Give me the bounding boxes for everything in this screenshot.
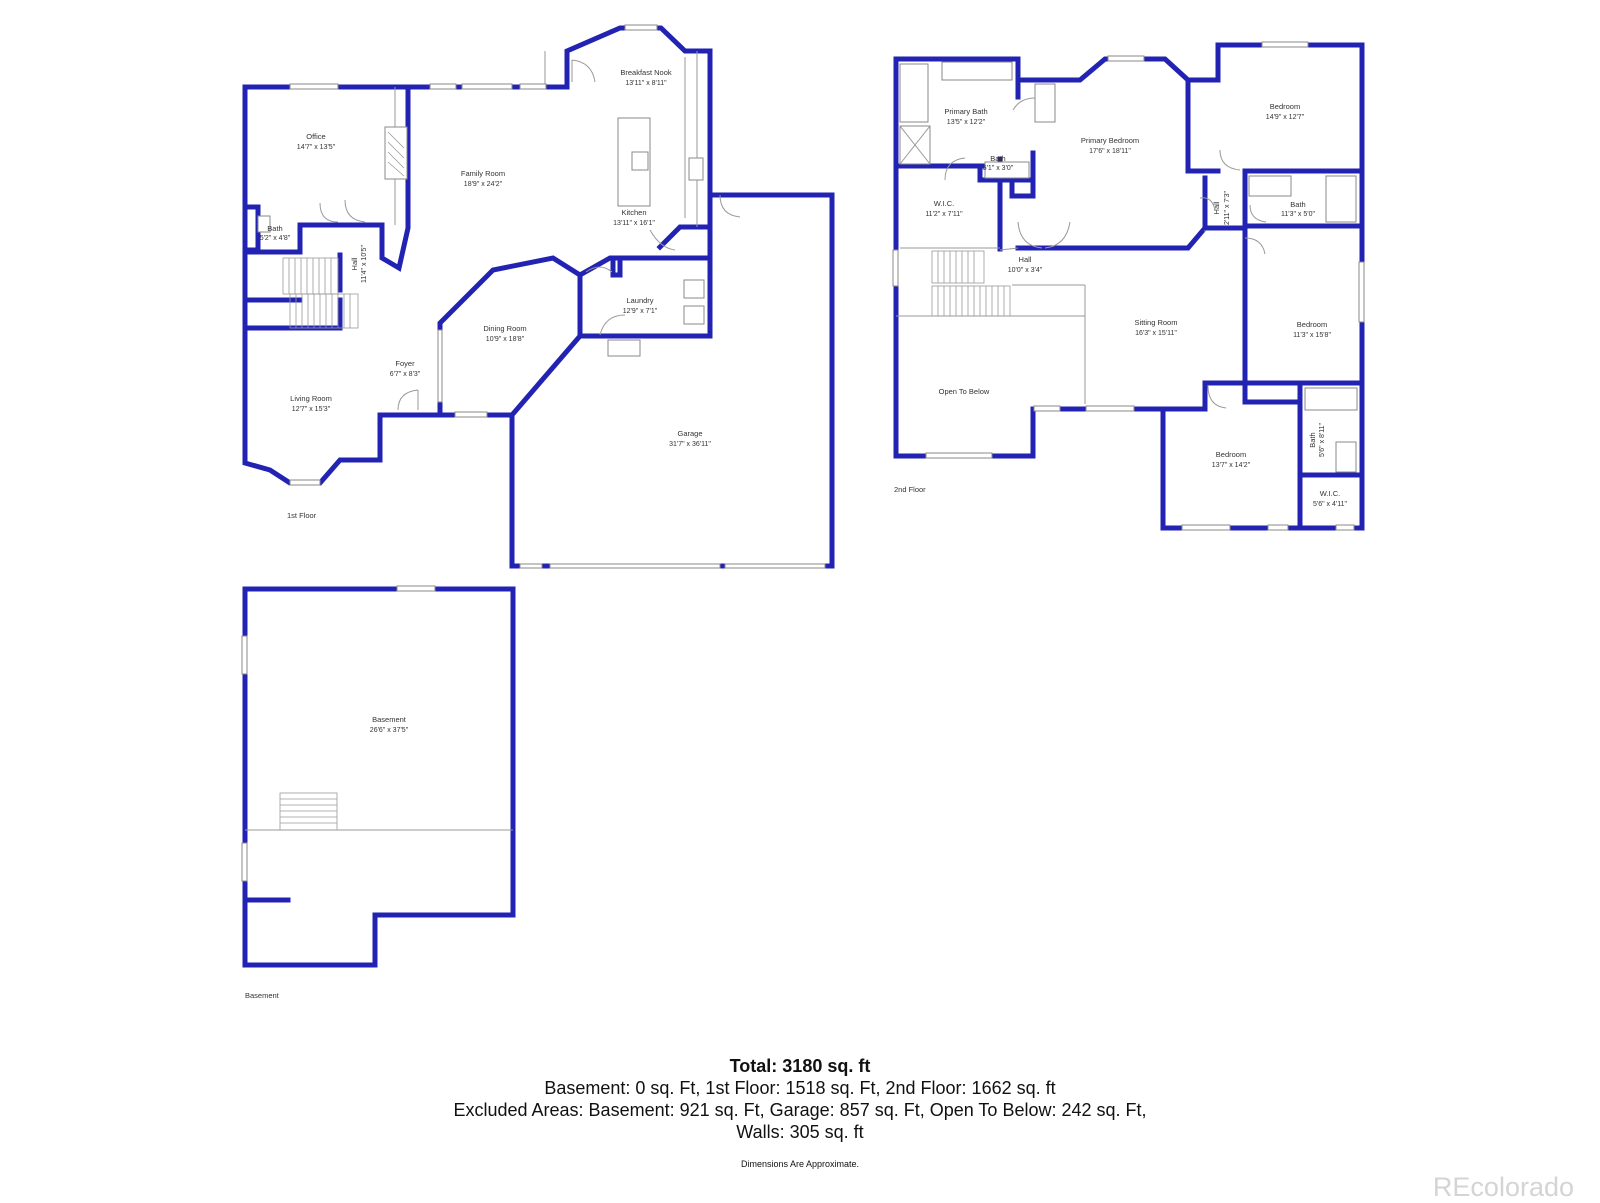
first-floor-interior-walls xyxy=(242,84,713,418)
breakfast-nook-dim: 13'11" x 8'11" xyxy=(625,80,667,87)
primary-bedroom-label: Primary Bedroom xyxy=(1081,136,1139,145)
open-to-below-label: Open To Below xyxy=(939,387,990,396)
bath-small-label: Bath xyxy=(990,154,1005,163)
toilet-icon xyxy=(257,215,271,233)
laundry-label: Laundry xyxy=(626,296,653,305)
bath-1-label: Bath xyxy=(267,224,282,233)
basement-walls xyxy=(242,586,516,968)
kitchen-sink-icon xyxy=(631,151,649,171)
kitchen-dim: 13'11" x 16'1" xyxy=(613,220,655,227)
basement-stairs xyxy=(279,792,338,831)
second-floor-plan: Primary Bath 13'5" x 12'2" Bath 5'1" x 3… xyxy=(892,41,1365,531)
bedroom-s-label: Bedroom xyxy=(1216,450,1246,459)
walls-area: Walls: 305 sq. ft xyxy=(736,1122,864,1142)
first-floor-stairs xyxy=(282,257,359,329)
living-room-label: Living Room xyxy=(290,394,332,403)
basement-label: Basement xyxy=(372,715,407,724)
primary-bath-label: Primary Bath xyxy=(944,107,987,116)
primary-bedroom-dim: 17'6" x 18'11" xyxy=(1089,148,1131,155)
second-floor-outer-walls xyxy=(893,42,1365,531)
washer-icon xyxy=(683,279,705,299)
brand-watermark: REcolorado xyxy=(1432,1172,1574,1202)
bath-3-dim: 5'6" x 8'11" xyxy=(1319,422,1326,456)
sitting-room-dim: 16'3" x 15'11" xyxy=(1135,330,1177,337)
hall-2-dim: 10'0" x 3'4" xyxy=(1008,267,1043,274)
bedroom-ne-label: Bedroom xyxy=(1270,102,1300,111)
toilet-icon xyxy=(984,161,1030,179)
tub-icon xyxy=(899,63,929,123)
dryer-icon xyxy=(683,305,705,325)
foyer-label: Foyer xyxy=(395,359,415,368)
family-room-label: Family Room xyxy=(461,169,505,178)
first-floor-label: 1st Floor xyxy=(287,511,317,520)
breakfast-nook-label: Breakfast Nook xyxy=(620,68,672,77)
kitchen-label: Kitchen xyxy=(621,208,646,217)
hall-1-dim: 11'4" x 10'5" xyxy=(361,245,368,283)
second-floor-label: 2nd Floor xyxy=(894,485,926,494)
bath-2-label: Bath xyxy=(1290,200,1305,209)
garage-label: Garage xyxy=(677,429,702,438)
bath-tub-icon xyxy=(1325,175,1357,223)
office-label: Office xyxy=(306,132,325,141)
primary-bath-dim: 13'5" x 12'2" xyxy=(947,119,986,126)
bedroom-e-label: Bedroom xyxy=(1297,320,1327,329)
first-floor-outer-walls xyxy=(242,25,713,486)
wic-3-label: W.I.C. xyxy=(1320,489,1340,498)
sitting-room-label: Sitting Room xyxy=(1135,318,1178,327)
wic-primary-label: W.I.C. xyxy=(934,199,954,208)
bedroom-e-dim: 11'3" x 15'8" xyxy=(1293,332,1331,339)
hall-1-label: Hall xyxy=(350,257,359,270)
second-floor-windows xyxy=(892,41,1365,531)
vanity-icon xyxy=(1335,441,1357,473)
bath-vanity-icon xyxy=(1248,175,1292,197)
wic-3-dim: 5'6" x 4'11" xyxy=(1313,501,1347,508)
stove-icon xyxy=(688,157,704,181)
floor-areas: Basement: 0 sq. Ft, 1st Floor: 1518 sq. … xyxy=(544,1078,1056,1098)
second-floor-stairs xyxy=(931,250,1011,317)
foyer-dim: 6'7" x 8'3" xyxy=(390,371,421,378)
basement-dim: 26'6" x 37'5" xyxy=(370,727,409,734)
wic-primary-dim: 11'2" x 7'11" xyxy=(925,211,963,218)
fireplace-icon xyxy=(384,126,408,180)
tub-icon xyxy=(1304,387,1358,411)
dimensions-note: Dimensions Are Approximate. xyxy=(740,1159,860,1169)
bedroom-ne-dim: 14'9" x 12'7" xyxy=(1266,114,1305,121)
bath-1-dim: 5'2" x 4'8" xyxy=(260,235,291,242)
utility-sink-icon xyxy=(607,339,641,357)
dining-room-dim: 10'9" x 18'8" xyxy=(486,336,525,343)
family-room-dim: 18'9" x 24'2" xyxy=(464,181,503,188)
laundry-dim: 12'9" x 7'1" xyxy=(623,308,658,315)
floor-plan-drawing: Office 14'7" x 13'5" Family Room 18'9" x… xyxy=(241,24,1365,1000)
excluded-areas: Excluded Areas: Basement: 921 sq. Ft, Ga… xyxy=(453,1100,1147,1120)
second-floor-interior-walls xyxy=(893,77,1365,531)
hall-2v-dim: 2'11" x 7'3" xyxy=(1224,190,1231,224)
basement-plan: Basement 26'6" x 37'5" Basement xyxy=(241,585,516,1000)
double-vanity-icon xyxy=(941,61,1013,81)
hall-2-label: Hall xyxy=(1019,255,1032,264)
bedroom-s-dim: 13'7" x 14'2" xyxy=(1212,462,1251,469)
hall-2v-label: Hall xyxy=(1212,201,1221,214)
first-floor-windows xyxy=(289,24,826,569)
area-summary: Total: 3180 sq. ft Basement: 0 sq. Ft, 1… xyxy=(0,1055,1600,1169)
office-dim: 14'7" x 13'5" xyxy=(297,144,336,151)
bath-3-label: Bath xyxy=(1308,432,1317,447)
first-floor-plan: Office 14'7" x 13'5" Family Room 18'9" x… xyxy=(242,24,835,569)
total-area: Total: 3180 sq. ft xyxy=(729,1056,871,1076)
basement-floor-label: Basement xyxy=(245,991,280,1000)
garage-walls xyxy=(509,192,835,569)
primary-closet-icon xyxy=(1034,83,1056,123)
bath-small-dim: 5'1" x 3'0" xyxy=(983,165,1014,172)
bath-2-dim: 11'3" x 5'0" xyxy=(1281,211,1315,218)
garage-dim: 31'7" x 36'11" xyxy=(669,441,711,448)
dining-room-label: Dining Room xyxy=(483,324,526,333)
living-room-dim: 12'7" x 15'3" xyxy=(292,406,331,413)
